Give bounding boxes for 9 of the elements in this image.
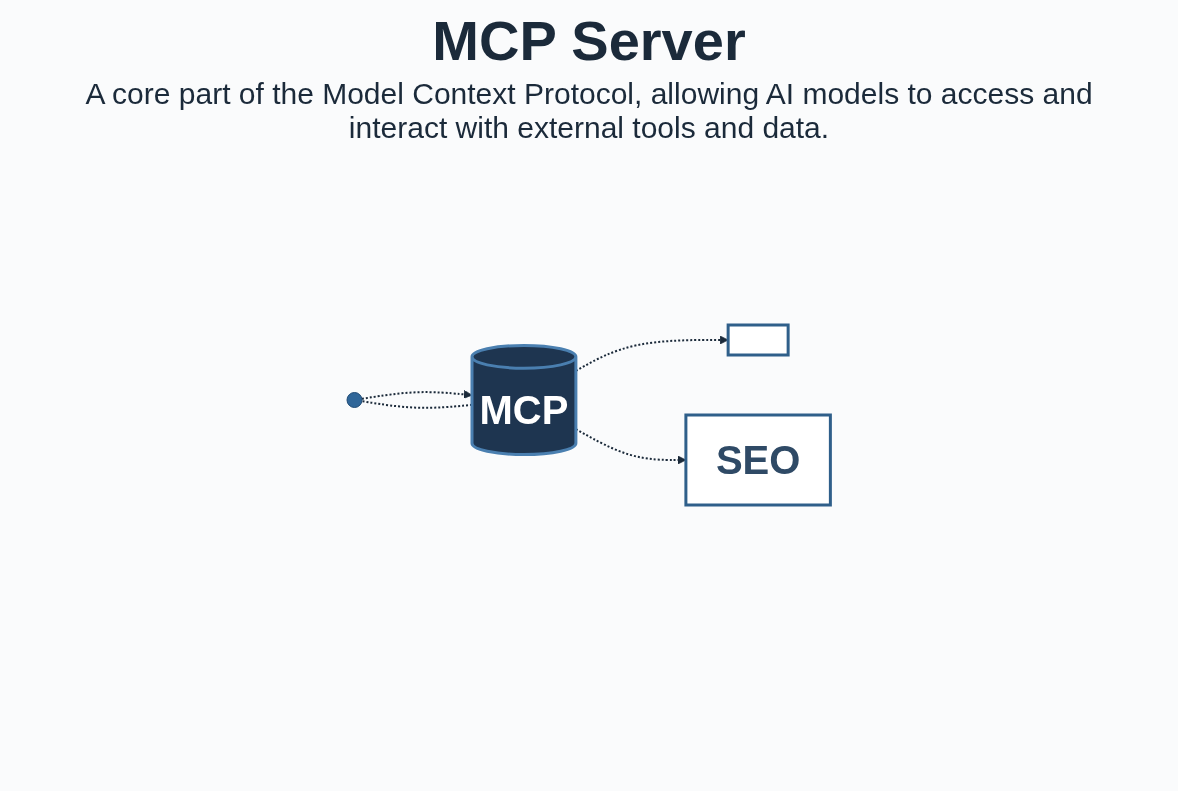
arrow (361, 390, 473, 400)
node-box: SEO (684, 413, 833, 507)
title: MCP Server (431, 8, 747, 73)
node-person (346, 392, 363, 408)
arrow (575, 428, 687, 465)
node-box (726, 323, 790, 357)
arrow (575, 335, 729, 372)
connector (361, 400, 474, 409)
subtitle-text: A core part of the Model Context Protocol, allowing AI models to access and interact with external tools and data. (84, 77, 1094, 145)
